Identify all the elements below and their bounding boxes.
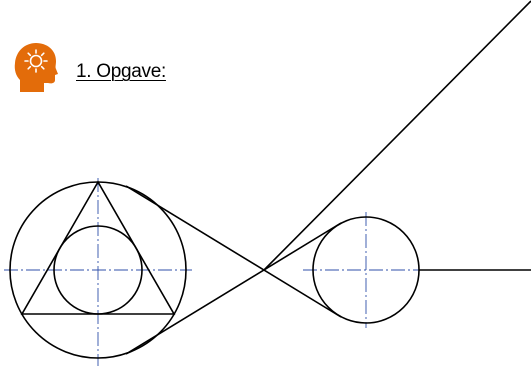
- tangent-line-upper: [125, 185, 342, 318]
- large-outer-circle: [9, 181, 187, 359]
- small-circle: [312, 216, 420, 324]
- head-gear-icon: [14, 43, 58, 92]
- tangent-line-lower: [125, 222, 342, 355]
- task-header: 1. Opgave:: [14, 42, 166, 94]
- diagonal-line: [263, 0, 531, 271]
- task-title: 1. Opgave:: [76, 61, 166, 82]
- inscribed-triangle: [20, 180, 176, 315]
- inner-circle: [53, 225, 143, 315]
